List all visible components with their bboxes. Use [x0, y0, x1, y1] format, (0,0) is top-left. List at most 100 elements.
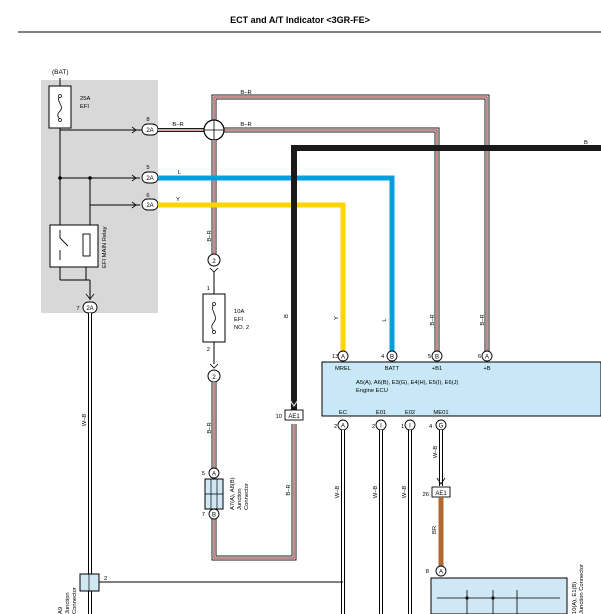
svg-text:26: 26: [423, 492, 429, 498]
junction-connector-a9: 2 A9 Junction Connector: [58, 573, 107, 614]
svg-text:MREL: MREL: [335, 366, 352, 372]
svg-text:2A: 2A: [146, 128, 153, 134]
wire-w-b-ec: W–B: [335, 430, 345, 614]
svg-text:W–B: W–B: [82, 414, 88, 427]
svg-text:B–R: B–R: [240, 90, 251, 96]
efi-main-relay: [49, 224, 99, 268]
svg-text:W–B: W–B: [335, 486, 341, 499]
svg-text:2A: 2A: [146, 203, 153, 209]
svg-text:ME01: ME01: [433, 410, 448, 416]
svg-text:2: 2: [104, 576, 107, 582]
relay-block: (BAT) 25A EFI EFI MAIN Relay: [41, 69, 158, 313]
wire-l: L L: [158, 170, 395, 352]
svg-text:13: 13: [332, 354, 338, 360]
svg-text:B–R: B–R: [172, 122, 183, 128]
svg-text:NO. 2: NO. 2: [234, 325, 249, 331]
svg-text:W–B: W–B: [433, 446, 439, 459]
svg-text:Junction Connector: Junction Connector: [579, 564, 585, 614]
svg-text:B: B: [284, 314, 290, 318]
svg-text:5: 5: [146, 165, 149, 171]
wire-w-b-me01: W–B: [433, 430, 446, 486]
svg-text:Y: Y: [176, 197, 180, 203]
svg-text:W–B: W–B: [402, 486, 408, 499]
svg-text:2A: 2A: [86, 306, 93, 312]
svg-text:A: A: [341, 424, 345, 430]
svg-text:2: 2: [212, 375, 216, 381]
svg-text:A: A: [439, 570, 443, 576]
svg-text:I: I: [380, 424, 382, 430]
engine-ecu: 13 A MREL 4 B BATT 5 B +B1 6 A +B A5(A),…: [321, 350, 601, 431]
svg-text:B: B: [390, 355, 394, 361]
wire-b-r-junction: B–R B–R: [207, 382, 297, 561]
svg-text:E02: E02: [405, 410, 415, 416]
svg-text:W–B: W–B: [373, 486, 379, 499]
svg-text:A: A: [341, 355, 345, 361]
fuse-efi-name: EFI: [80, 104, 89, 110]
page-title: ECT and A/T Indicator <3GR-FE>: [230, 15, 370, 25]
svg-text:I: I: [409, 424, 411, 430]
svg-text:10(A), E1(B): 10(A), E1(B): [572, 582, 578, 614]
svg-text:A9: A9: [58, 607, 64, 614]
svg-text:B–R: B–R: [207, 230, 213, 241]
svg-text:10: 10: [276, 414, 282, 420]
svg-text:2: 2: [334, 424, 337, 430]
svg-text:2A: 2A: [146, 176, 153, 182]
relay-label: EFI MAIN Relay: [102, 226, 108, 268]
fuse-efi-no2: 10A EFI NO. 2: [202, 293, 249, 343]
connector-2-bottom: 2: [207, 363, 221, 383]
svg-text:+B: +B: [483, 366, 490, 372]
svg-text:A: A: [485, 355, 489, 361]
svg-text:AE1: AE1: [288, 414, 300, 420]
svg-text:Y: Y: [334, 316, 340, 320]
svg-text:B–R: B–R: [430, 314, 436, 325]
svg-text:EFI: EFI: [234, 317, 243, 323]
fuse-efi-rating: 25A: [80, 96, 90, 102]
svg-text:Connector: Connector: [244, 483, 250, 510]
svg-text:A7(A), A8(B): A7(A), A8(B): [230, 477, 236, 510]
connector-2a-5: 5 2A: [131, 165, 159, 184]
svg-text:Engine ECU: Engine ECU: [356, 388, 388, 394]
svg-text:2: 2: [212, 259, 216, 265]
svg-text:5: 5: [428, 354, 431, 360]
svg-text:Junction: Junction: [237, 488, 243, 510]
fuse-efi-symbol: [57, 95, 62, 121]
svg-text:5: 5: [202, 471, 205, 477]
connector-ae1-26: 26 AE1: [423, 486, 451, 498]
svg-text:L: L: [382, 318, 388, 322]
svg-text:E01: E01: [376, 410, 386, 416]
connector-2a-6: 6 2A: [131, 193, 159, 211]
svg-text:L: L: [178, 170, 182, 176]
svg-text:A5(A), A6(B), E3(G), E4(H), E5: A5(A), A6(B), E3(G), E4(H), E5(I), E6(J): [356, 380, 458, 386]
svg-text:8: 8: [146, 117, 149, 123]
svg-text:B–R: B–R: [286, 484, 292, 495]
wire-br: BR: [432, 497, 444, 566]
svg-text:A: A: [212, 472, 216, 478]
wire-b-r-top: B–R: [158, 122, 204, 132]
wire-w-b-e02: W–B: [402, 430, 412, 614]
wire-b-r-loops: B–R B–R B–R B–R: [211, 90, 490, 352]
svg-text:2: 2: [372, 424, 375, 430]
svg-text:B: B: [584, 140, 588, 146]
svg-text:B–R: B–R: [240, 122, 251, 128]
svg-text:BR: BR: [432, 526, 438, 534]
svg-text:EC: EC: [339, 410, 347, 416]
wire-b: B B: [284, 140, 601, 410]
connector-2a-8: 8 2A: [131, 117, 159, 136]
svg-text:B–R: B–R: [480, 314, 486, 325]
svg-text:6: 6: [478, 354, 481, 360]
connector-2-top: 2: [207, 253, 221, 273]
svg-text:1: 1: [401, 424, 404, 430]
wire-w-b-e01: W–B: [373, 430, 383, 614]
connector-ae1-10: 10 AE1: [276, 409, 304, 421]
junction-connector-right: 8 A 10(A), E1(B) Junction Connector: [426, 564, 585, 614]
svg-text:4: 4: [429, 424, 433, 430]
wire-b-r-down: B–R: [207, 140, 217, 254]
svg-text:7: 7: [202, 512, 205, 518]
svg-text:B: B: [435, 355, 439, 361]
junction-connector-a7-a8: 5 A 7 B A7(A), A8(B) Junction Connector: [202, 467, 250, 520]
svg-text:4: 4: [381, 354, 385, 360]
wire-y: Y Y: [158, 197, 346, 352]
bat-label: (BAT): [52, 69, 69, 76]
svg-text:Connector: Connector: [72, 587, 78, 614]
